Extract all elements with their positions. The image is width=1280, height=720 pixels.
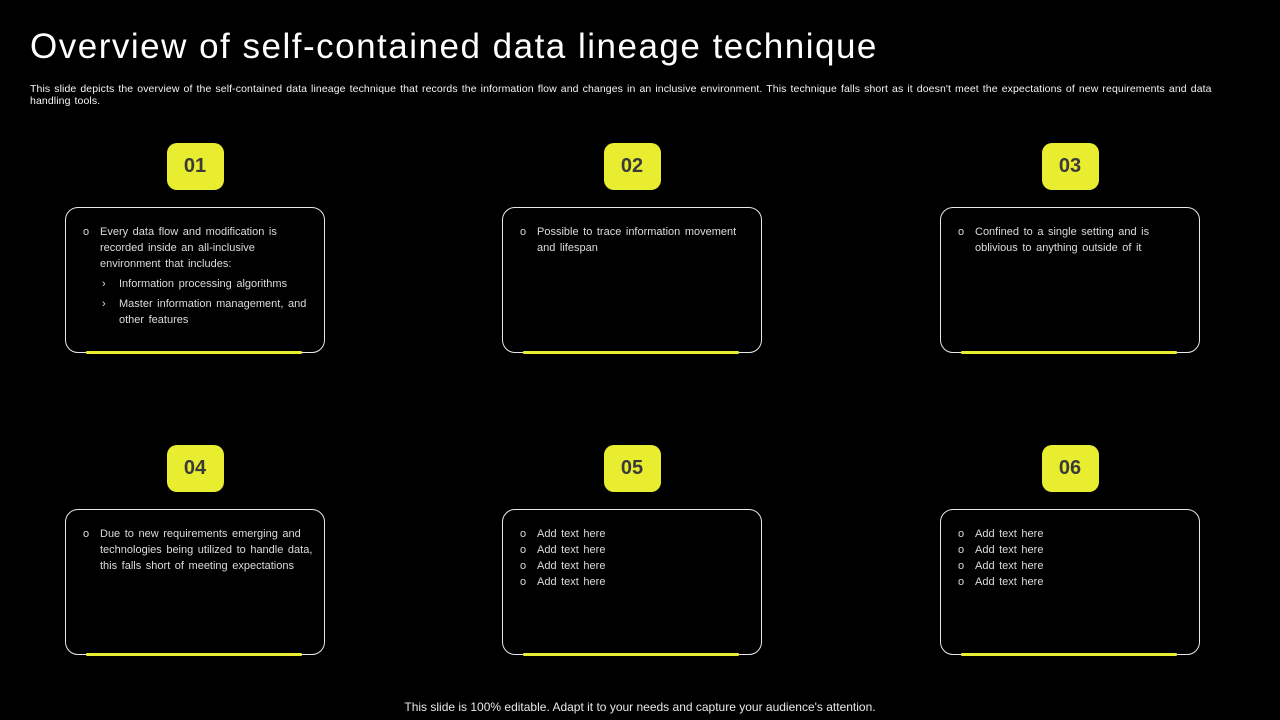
card-bullet-list: Add text hereAdd text hereAdd text hereA…	[949, 526, 1189, 590]
card-accent-underline	[961, 653, 1177, 656]
sub-bullet-item: Master information management, and other…	[74, 296, 314, 328]
card-bullet-list: Confined to a single setting and is obli…	[949, 224, 1189, 256]
sub-bullet-item: Information processing algorithms	[74, 276, 314, 292]
bullet-item: Add text here	[511, 526, 751, 542]
card-number: 03	[1058, 155, 1082, 177]
card-number: 06	[1058, 457, 1082, 479]
card-accent-underline	[961, 351, 1177, 354]
bullet-item: Every data flow and modification is reco…	[74, 224, 314, 272]
bullet-item: Add text here	[949, 526, 1189, 542]
card-number: 01	[183, 155, 207, 177]
card-accent-underline	[86, 351, 302, 354]
bullet-item: Add text here	[511, 558, 751, 574]
card-box: Add text hereAdd text hereAdd text hereA…	[940, 509, 1200, 656]
card-number-badge: 05	[603, 445, 661, 492]
card-cell: 06 Add text hereAdd text hereAdd text he…	[940, 445, 1200, 656]
slide-subtitle: This slide depicts the overview of the s…	[30, 83, 1212, 107]
slide-footer-note: This slide is 100% editable. Adapt it to…	[404, 700, 876, 714]
card-box: Possible to trace information movement a…	[502, 207, 762, 354]
card-cell: 05 Add text hereAdd text hereAdd text he…	[502, 445, 762, 656]
card-bullet-list: Possible to trace information movement a…	[511, 224, 751, 256]
card-cell: 03 Confined to a single setting and is o…	[940, 143, 1200, 354]
bullet-item: Add text here	[511, 542, 751, 558]
card-box: Every data flow and modification is reco…	[65, 207, 325, 354]
card-number: 02	[620, 155, 644, 177]
card-cell: 04 Due to new requirements emerging and …	[65, 445, 325, 656]
card-number: 05	[620, 457, 644, 479]
card-cell: 01 Every data flow and modification is r…	[65, 143, 325, 354]
card-box: Add text hereAdd text hereAdd text hereA…	[502, 509, 762, 656]
card-accent-underline	[523, 653, 739, 656]
bullet-item: Add text here	[949, 558, 1189, 574]
card-box: Confined to a single setting and is obli…	[940, 207, 1200, 354]
bullet-item: Add text here	[949, 574, 1189, 590]
card-number-badge: 03	[1041, 143, 1099, 190]
bullet-item: Add text here	[511, 574, 751, 590]
card-box: Due to new requirements emerging and tec…	[65, 509, 325, 656]
card-number-badge: 01	[166, 143, 224, 190]
bullet-item: Possible to trace information movement a…	[511, 224, 751, 256]
page-title: Overview of self-contained data lineage …	[30, 27, 878, 66]
card-bullet-list: Every data flow and modification is reco…	[74, 224, 314, 328]
card-accent-underline	[523, 351, 739, 354]
card-number-badge: 06	[1041, 445, 1099, 492]
bullet-item: Confined to a single setting and is obli…	[949, 224, 1189, 256]
card-number-badge: 04	[166, 445, 224, 492]
card-number-badge: 02	[603, 143, 661, 190]
card-cell: 02 Possible to trace information movemen…	[502, 143, 762, 354]
card-number: 04	[183, 457, 207, 479]
bullet-item: Due to new requirements emerging and tec…	[74, 526, 314, 574]
card-bullet-list: Due to new requirements emerging and tec…	[74, 526, 314, 574]
bullet-item: Add text here	[949, 542, 1189, 558]
card-bullet-list: Add text hereAdd text hereAdd text hereA…	[511, 526, 751, 590]
card-accent-underline	[86, 653, 302, 656]
